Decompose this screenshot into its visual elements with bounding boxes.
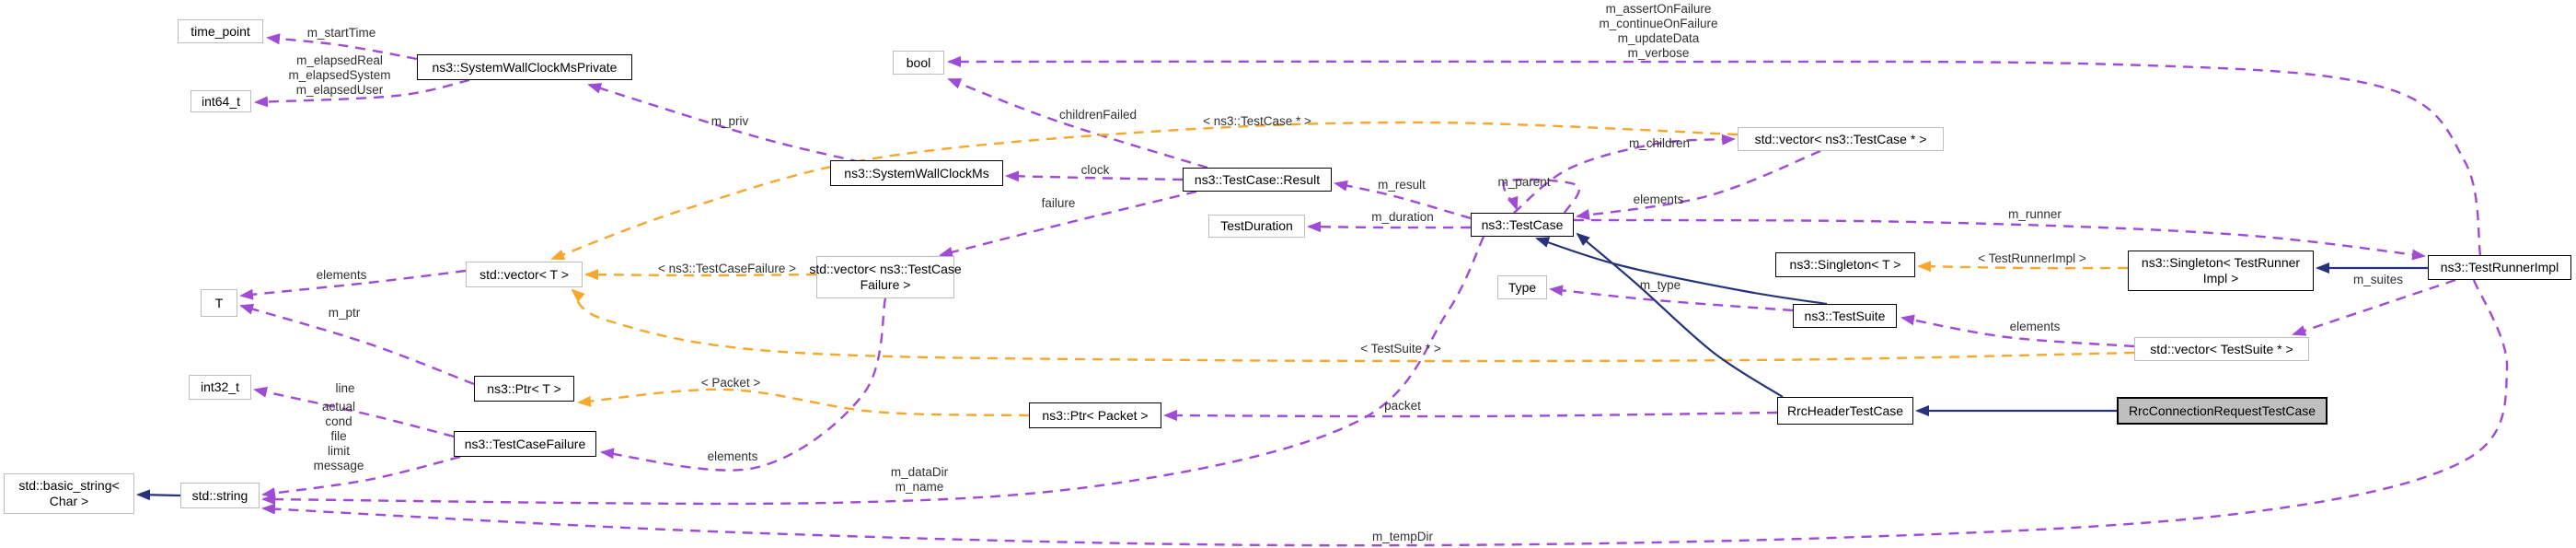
edge-inh-testsuite: [1535, 237, 1828, 306]
node-t[interactable]: T: [201, 289, 237, 317]
edge-inh-string: [136, 489, 181, 501]
edge-elements-failure: [600, 297, 887, 472]
node-testsuite[interactable]: ns3::TestSuite: [1793, 304, 1897, 328]
edge-m-tempDir: [261, 279, 2509, 547]
edge-failure: [939, 190, 1197, 258]
edge-m-result: [1334, 180, 1472, 220]
edge-packet: [1163, 410, 1778, 422]
node-vector-testsuite-ptr[interactable]: std::vector< TestSuite * >: [2134, 337, 2309, 361]
node-testcase-result[interactable]: ns3::TestCase::Result: [1183, 168, 1332, 192]
node-ptr-t[interactable]: ns3::Ptr< T >: [474, 376, 574, 402]
edge-elements-t: [239, 269, 467, 300]
edge-line: [253, 386, 455, 438]
edge-failure-strings: [261, 455, 461, 499]
edge-childrenFailed: [947, 77, 1208, 169]
node-testcasefailure[interactable]: ns3::TestCaseFailure: [454, 431, 596, 457]
edge-m-dataDir-m-name: [261, 236, 1485, 506]
node-singleton-t[interactable]: ns3::Singleton< T >: [1775, 252, 1915, 277]
node-bool[interactable]: bool: [893, 51, 944, 75]
node-system-wall-clock-ms-private[interactable]: ns3::SystemWallClockMsPrivate: [417, 54, 632, 80]
node-testrunnerimpl[interactable]: ns3::TestRunnerImpl: [2428, 255, 2571, 280]
node-singleton-testrunnerimpl[interactable]: ns3::Singleton< TestRunner Impl >: [2128, 251, 2314, 291]
node-vector-t[interactable]: std::vector< T >: [466, 262, 583, 287]
edge-m-startTime: [266, 33, 418, 61]
edge-m-priv: [587, 83, 861, 164]
edge-elements-testcase: [1576, 149, 1821, 220]
node-int64-t[interactable]: int64_t: [191, 90, 251, 112]
node-ptr-packet[interactable]: ns3::Ptr< Packet >: [1029, 402, 1161, 428]
node-test-duration[interactable]: TestDuration: [1208, 215, 1305, 238]
edge-tpl-vector-testcasefailure: [584, 269, 817, 281]
edge-m-ptr: [239, 303, 475, 386]
node-rrcheadertestcase[interactable]: RrcHeaderTestCase: [1777, 397, 1913, 425]
edge-tpl-vector-testsuite: [571, 288, 2135, 363]
node-type[interactable]: Type: [1497, 275, 1547, 299]
edge-m-type: [1549, 285, 1794, 312]
edge-m-children: [1513, 134, 1736, 214]
node-vector-testcasefailure[interactable]: std::vector< ns3::TestCase Failure >: [809, 256, 962, 298]
node-basic-string[interactable]: std::basic_string< Char >: [4, 473, 134, 514]
node-time-point[interactable]: time_point: [178, 19, 263, 43]
node-rrcconnectionrequesttestcase: RrcConnectionRequestTestCase: [2117, 397, 2328, 425]
node-std-string[interactable]: std::string: [180, 483, 260, 508]
edge-inh-rrcheader: [1576, 232, 1784, 398]
edge-tpl-vector-testcase: [550, 121, 1739, 261]
edge-m-suites: [2292, 278, 2456, 336]
edge-clock: [1005, 170, 1184, 182]
edge-m-elapsed: [254, 78, 470, 108]
edge-tpl-ptr-packet: [577, 388, 1030, 417]
node-vector-testcase-ptr[interactable]: std::vector< ns3::TestCase * >: [1738, 127, 1944, 151]
node-system-wall-clock-ms[interactable]: ns3::SystemWallClockMs: [830, 160, 1003, 186]
node-testcase[interactable]: ns3::TestCase: [1471, 213, 1574, 237]
node-int32-t[interactable]: int32_t: [189, 375, 251, 400]
edge-m-parent: [1502, 178, 1580, 214]
edge-elements-testsuite: [1900, 314, 2135, 348]
edge-tpl-singleton: [1917, 261, 2129, 273]
edge-m-runner-bools: [947, 55, 2482, 256]
edge-m-runner: [1573, 218, 2426, 261]
